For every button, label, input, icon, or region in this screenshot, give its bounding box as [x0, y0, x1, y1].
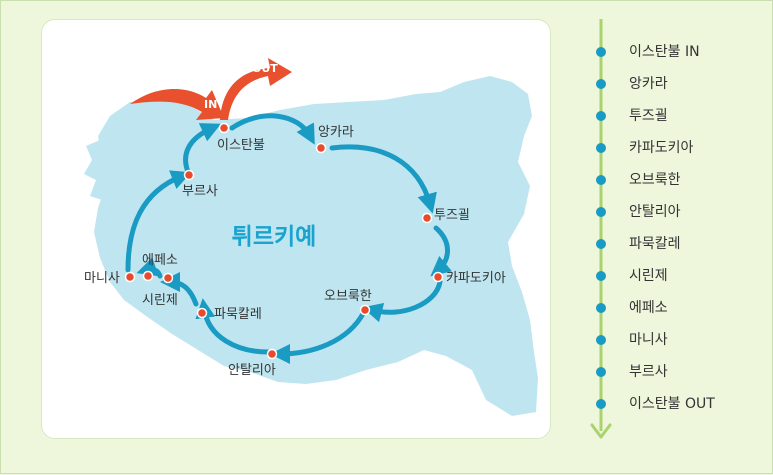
route-dot	[596, 47, 606, 57]
route-dot	[596, 79, 606, 89]
route-stop-ephesus: 에페소	[629, 300, 668, 316]
map-panel: 튀르키예 IN OUT	[41, 19, 551, 439]
city-dot-obruk	[359, 304, 371, 316]
route-dot	[596, 175, 606, 185]
route-dot	[596, 399, 606, 409]
city-dot-pamukkale	[196, 307, 208, 319]
city-dot-manisa	[124, 271, 136, 283]
route-stop-tuzgol: 투즈괼	[629, 108, 668, 124]
route-dot	[596, 367, 606, 377]
route-leg-obruk-antalya	[270, 309, 367, 364]
route-dot	[596, 111, 606, 121]
in-out-arrows: IN OUT	[130, 58, 292, 120]
route-stop-bursa: 부르사	[629, 364, 668, 380]
route-stop-istanbul-out: 이스탄불 OUT	[629, 396, 715, 412]
route-stop-antalya: 안탈리아	[629, 204, 681, 220]
city-dot-antalya	[266, 348, 278, 360]
route-dot	[596, 207, 606, 217]
route-stop-manisa: 마니사	[629, 332, 668, 348]
city-label-bursa: 부르사	[182, 184, 218, 199]
city-label-ankara: 앙카라	[318, 125, 354, 140]
turkey-map: 튀르키예 IN OUT	[84, 58, 538, 416]
route-timeline: 이스탄불 IN 앙카라 투즈괼 카파도키아 오브룩한 안탈리아 파묵칼레 시린제…	[581, 1, 771, 475]
city-dot-ankara	[315, 142, 327, 154]
turkey-landmass	[94, 76, 538, 416]
city-dot-ephesus	[142, 270, 154, 282]
route-leg-ankara-tuzgol	[329, 144, 437, 214]
city-label-cappadocia: 카파도키아	[446, 271, 506, 286]
city-dot-sirince	[162, 272, 174, 284]
city-label-sirince: 시린제	[142, 293, 178, 308]
route-dot	[596, 239, 606, 249]
route-dot	[596, 303, 606, 313]
route-leg-tuzgol-cappadocia	[430, 225, 453, 277]
west-coast-peninsula	[84, 140, 122, 276]
city-label-tuzgol: 투즈괼	[434, 208, 470, 223]
route-stop-ankara: 앙카라	[629, 76, 668, 92]
city-label-istanbul: 이스탄불	[217, 138, 265, 153]
route-stop-cappadocia: 카파도키아	[629, 140, 694, 156]
route-stop-sirince: 시린제	[629, 268, 668, 284]
route-dot	[596, 335, 606, 345]
city-label-ephesus: 에페소	[142, 253, 178, 268]
city-label-obruk: 오브룩한	[324, 289, 372, 304]
route-leg-sirince-ephesus	[136, 257, 163, 279]
city-label-pamukkale: 파묵칼레	[214, 307, 262, 322]
route-dot	[596, 271, 606, 281]
out-arrow	[220, 58, 292, 120]
route-leg-istanbul-ankara	[229, 113, 315, 145]
route-dot	[596, 143, 606, 153]
route-leg-antalya-pamukkale	[195, 298, 271, 355]
in-label: IN	[204, 98, 217, 111]
city-dots	[124, 122, 444, 360]
route-stop-istanbul-in: 이스탄불 IN	[629, 44, 700, 60]
route-leg-pamukkale-sirince	[160, 272, 199, 307]
route-leg-bursa-istanbul	[183, 123, 222, 175]
route-stop-obruk: 오브룩한	[629, 172, 681, 188]
city-label-antalya: 안탈리아	[228, 363, 276, 378]
city-label-manisa: 마니사	[84, 271, 120, 286]
route-arrows	[125, 113, 453, 364]
country-label: 튀르키예	[232, 224, 317, 250]
route-leg-cappadocia-obruk	[362, 279, 443, 323]
route-stop-pamukkale: 파묵칼레	[629, 236, 681, 252]
city-dot-istanbul	[218, 122, 230, 134]
city-dot-bursa	[183, 169, 195, 181]
timeline-arrow-down-icon	[590, 423, 612, 439]
city-dot-cappadocia	[432, 271, 444, 283]
out-label: OUT	[252, 62, 278, 75]
in-arrow	[130, 88, 224, 120]
city-dot-tuzgol	[421, 212, 433, 224]
route-leg-manisa-bursa	[125, 170, 192, 273]
